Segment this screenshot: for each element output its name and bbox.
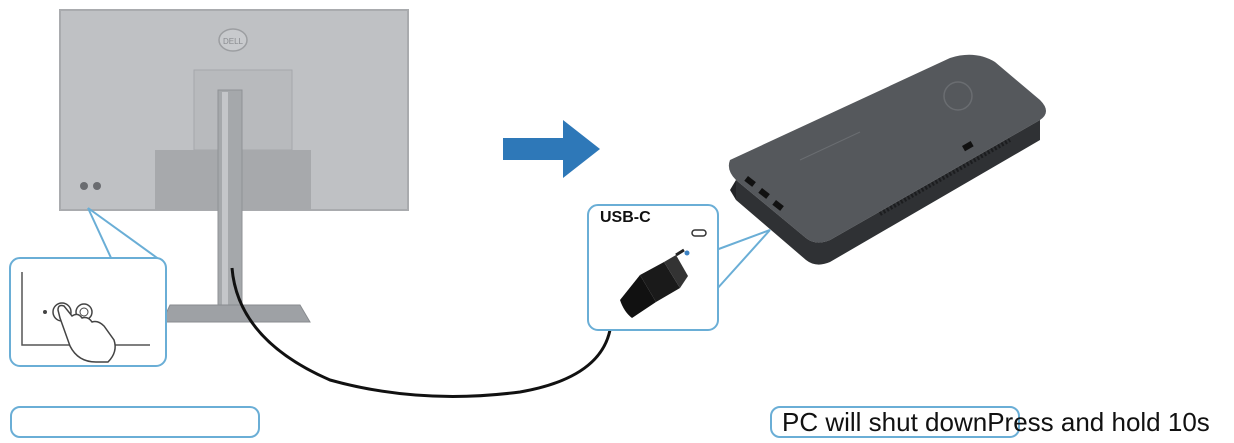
monitor-stand bbox=[155, 89, 311, 323]
mini-pc bbox=[728, 54, 1046, 265]
monitor-rear-button-icon bbox=[80, 182, 88, 190]
usb-c-port-icon bbox=[691, 229, 707, 237]
stand-base bbox=[161, 304, 311, 323]
stand-neck bbox=[217, 89, 243, 311]
svg-text:DELL: DELL bbox=[223, 37, 244, 46]
dell-logo-icon bbox=[218, 28, 248, 52]
finger-press-icon bbox=[57, 304, 116, 363]
power-button-callout bbox=[9, 207, 167, 367]
front-port-2 bbox=[758, 187, 770, 199]
mini-pc-dell-logo-icon bbox=[943, 81, 973, 111]
right-caption-text: PC will shut downPress and hold 10s bbox=[782, 407, 1210, 437]
usb-c-callout bbox=[587, 204, 771, 331]
front-port-3 bbox=[772, 199, 784, 211]
right-caption-box bbox=[770, 406, 1020, 438]
front-port-1 bbox=[744, 175, 756, 187]
side-port bbox=[961, 141, 974, 152]
mini-pc-top bbox=[728, 54, 1046, 243]
monitor-vesa-area bbox=[193, 69, 293, 151]
monitor-rear-joystick-icon bbox=[93, 182, 101, 190]
left-caption-box bbox=[10, 406, 260, 438]
usb-c-cable bbox=[230, 267, 637, 398]
usb-c-label: USB-C bbox=[600, 209, 651, 226]
right-arrow-icon bbox=[503, 120, 600, 178]
usb-c-plug-icon bbox=[620, 248, 688, 318]
